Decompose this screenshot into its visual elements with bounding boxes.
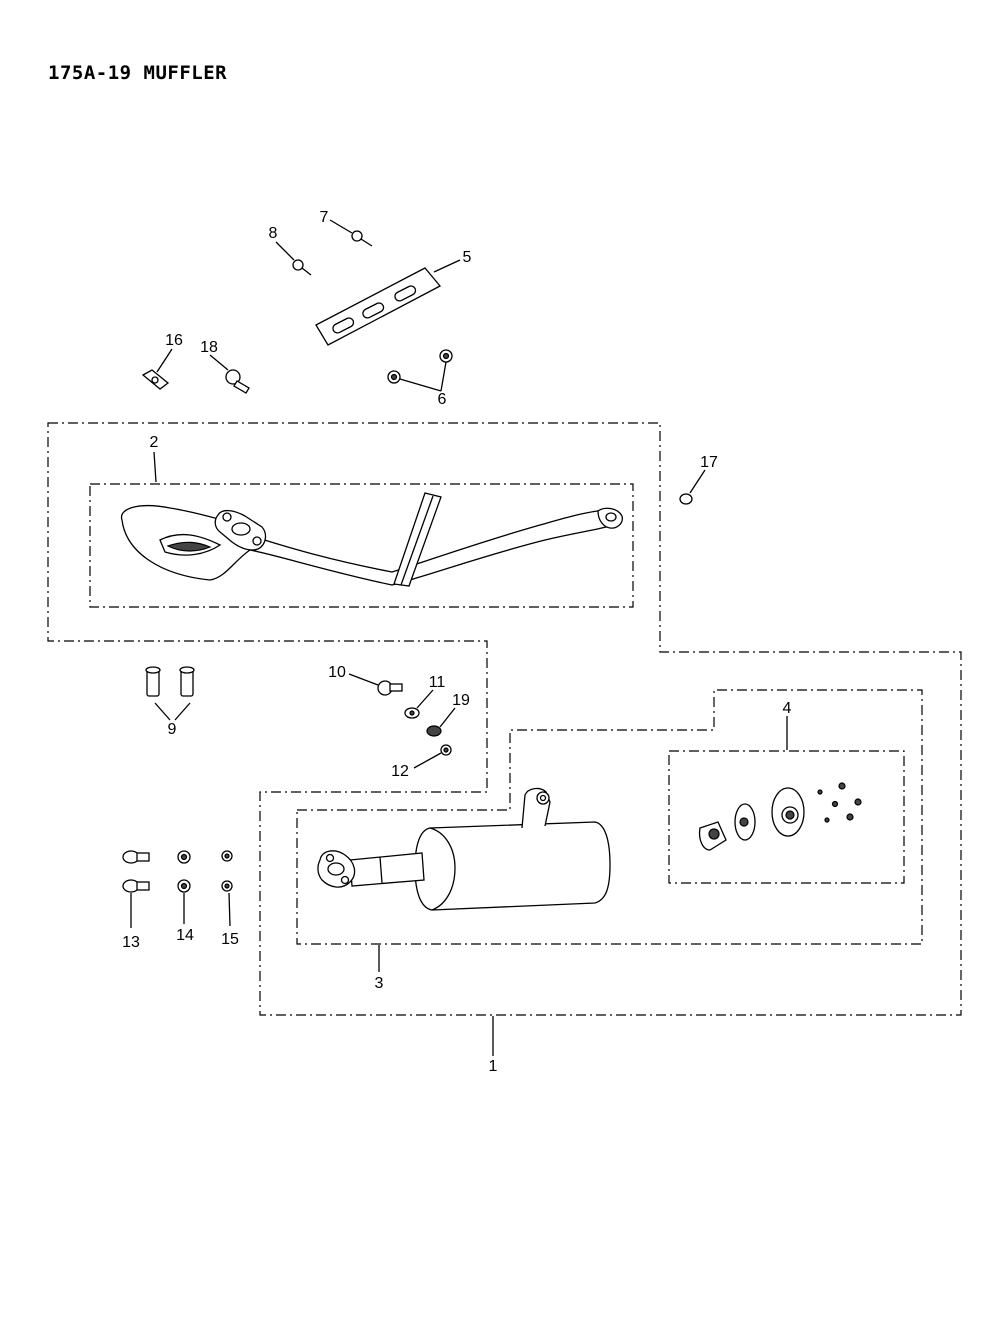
part-15-nuts bbox=[221, 850, 233, 892]
part-16-gasket bbox=[141, 369, 170, 390]
callout-3: 3 bbox=[375, 975, 384, 992]
callout-5: 5 bbox=[463, 249, 472, 266]
assembly-2-outline bbox=[89, 483, 634, 608]
part-12-nut bbox=[440, 744, 452, 756]
muffler-body bbox=[317, 787, 611, 911]
callout-9: 9 bbox=[168, 721, 177, 738]
callout-1: 1 bbox=[489, 1058, 498, 1075]
part-9-studs bbox=[145, 666, 195, 697]
assembly-4-outline bbox=[668, 750, 905, 884]
part-10-bolt bbox=[377, 680, 403, 696]
part-7-bolt bbox=[351, 230, 373, 247]
callout-18: 18 bbox=[200, 339, 218, 356]
part-17-gasket bbox=[679, 493, 693, 505]
part-11-washer bbox=[404, 707, 420, 719]
callout-4: 4 bbox=[783, 700, 792, 717]
muffler-bracket bbox=[315, 267, 442, 346]
assembly-1-outline bbox=[47, 422, 962, 1016]
part-8-bolt bbox=[292, 259, 312, 276]
callout-14: 14 bbox=[176, 927, 194, 944]
part-14-washers bbox=[177, 850, 191, 893]
part-13-bolts bbox=[122, 850, 150, 893]
assembly-3-outline bbox=[296, 689, 923, 945]
diagram-title: 175A-19 MUFFLER bbox=[48, 62, 228, 84]
exhaust-pipe bbox=[120, 492, 623, 587]
part-18-bolt bbox=[225, 369, 250, 394]
callout-6: 6 bbox=[438, 391, 447, 408]
callout-labels: 1 2 3 4 5 6 7 8 9 10 11 12 13 14 15 16 1… bbox=[122, 209, 791, 1075]
leader-lines bbox=[130, 219, 788, 1056]
part-6-nuts bbox=[387, 349, 453, 384]
callout-8: 8 bbox=[269, 225, 278, 242]
spark-arrestor-kit bbox=[698, 782, 862, 851]
callout-2: 2 bbox=[150, 434, 159, 451]
callout-10: 10 bbox=[328, 664, 346, 681]
callout-12: 12 bbox=[391, 763, 409, 780]
part-19-nut bbox=[426, 725, 442, 737]
callout-15: 15 bbox=[221, 931, 239, 948]
callout-7: 7 bbox=[320, 209, 329, 226]
callout-13: 13 bbox=[122, 934, 140, 951]
callout-17: 17 bbox=[700, 454, 718, 471]
callout-19: 19 bbox=[452, 692, 470, 709]
callout-16: 16 bbox=[165, 332, 183, 349]
callout-11: 11 bbox=[429, 674, 446, 691]
